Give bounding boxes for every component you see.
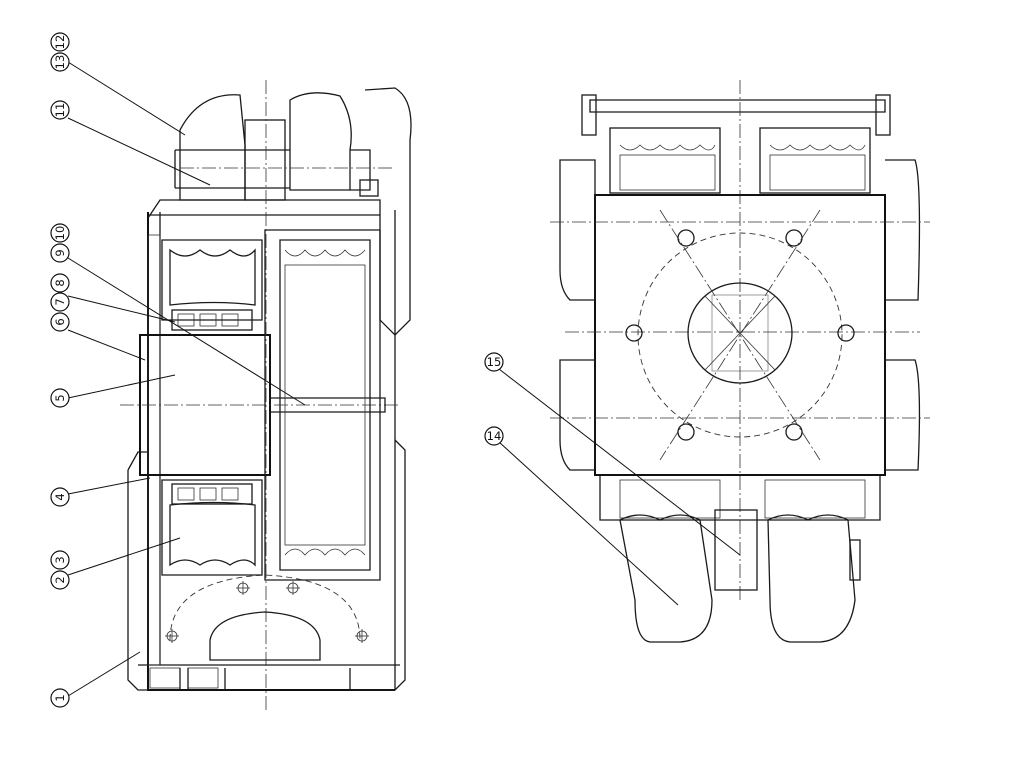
- callout-1: 1: [53, 694, 67, 701]
- callout-13: 13: [53, 55, 67, 70]
- callout-12: 12: [53, 35, 67, 50]
- callout-6: 6: [53, 318, 67, 325]
- callout-4: 4: [53, 493, 67, 500]
- section-view: [120, 80, 412, 710]
- callout-11: 11: [53, 103, 67, 118]
- elevation-view: [550, 80, 930, 643]
- callout-5: 5: [53, 394, 67, 401]
- callout-3: 3: [53, 556, 67, 563]
- callout-2: 2: [53, 576, 67, 583]
- callout-10: 10: [53, 226, 67, 241]
- callouts: 12 13 11 10 9 8 7 6 5 4 3: [50, 32, 741, 708]
- callout-14: 14: [487, 429, 502, 443]
- callout-7: 7: [53, 298, 67, 305]
- callout-15: 15: [487, 355, 502, 369]
- callout-8: 8: [53, 279, 67, 286]
- callout-9: 9: [53, 249, 67, 256]
